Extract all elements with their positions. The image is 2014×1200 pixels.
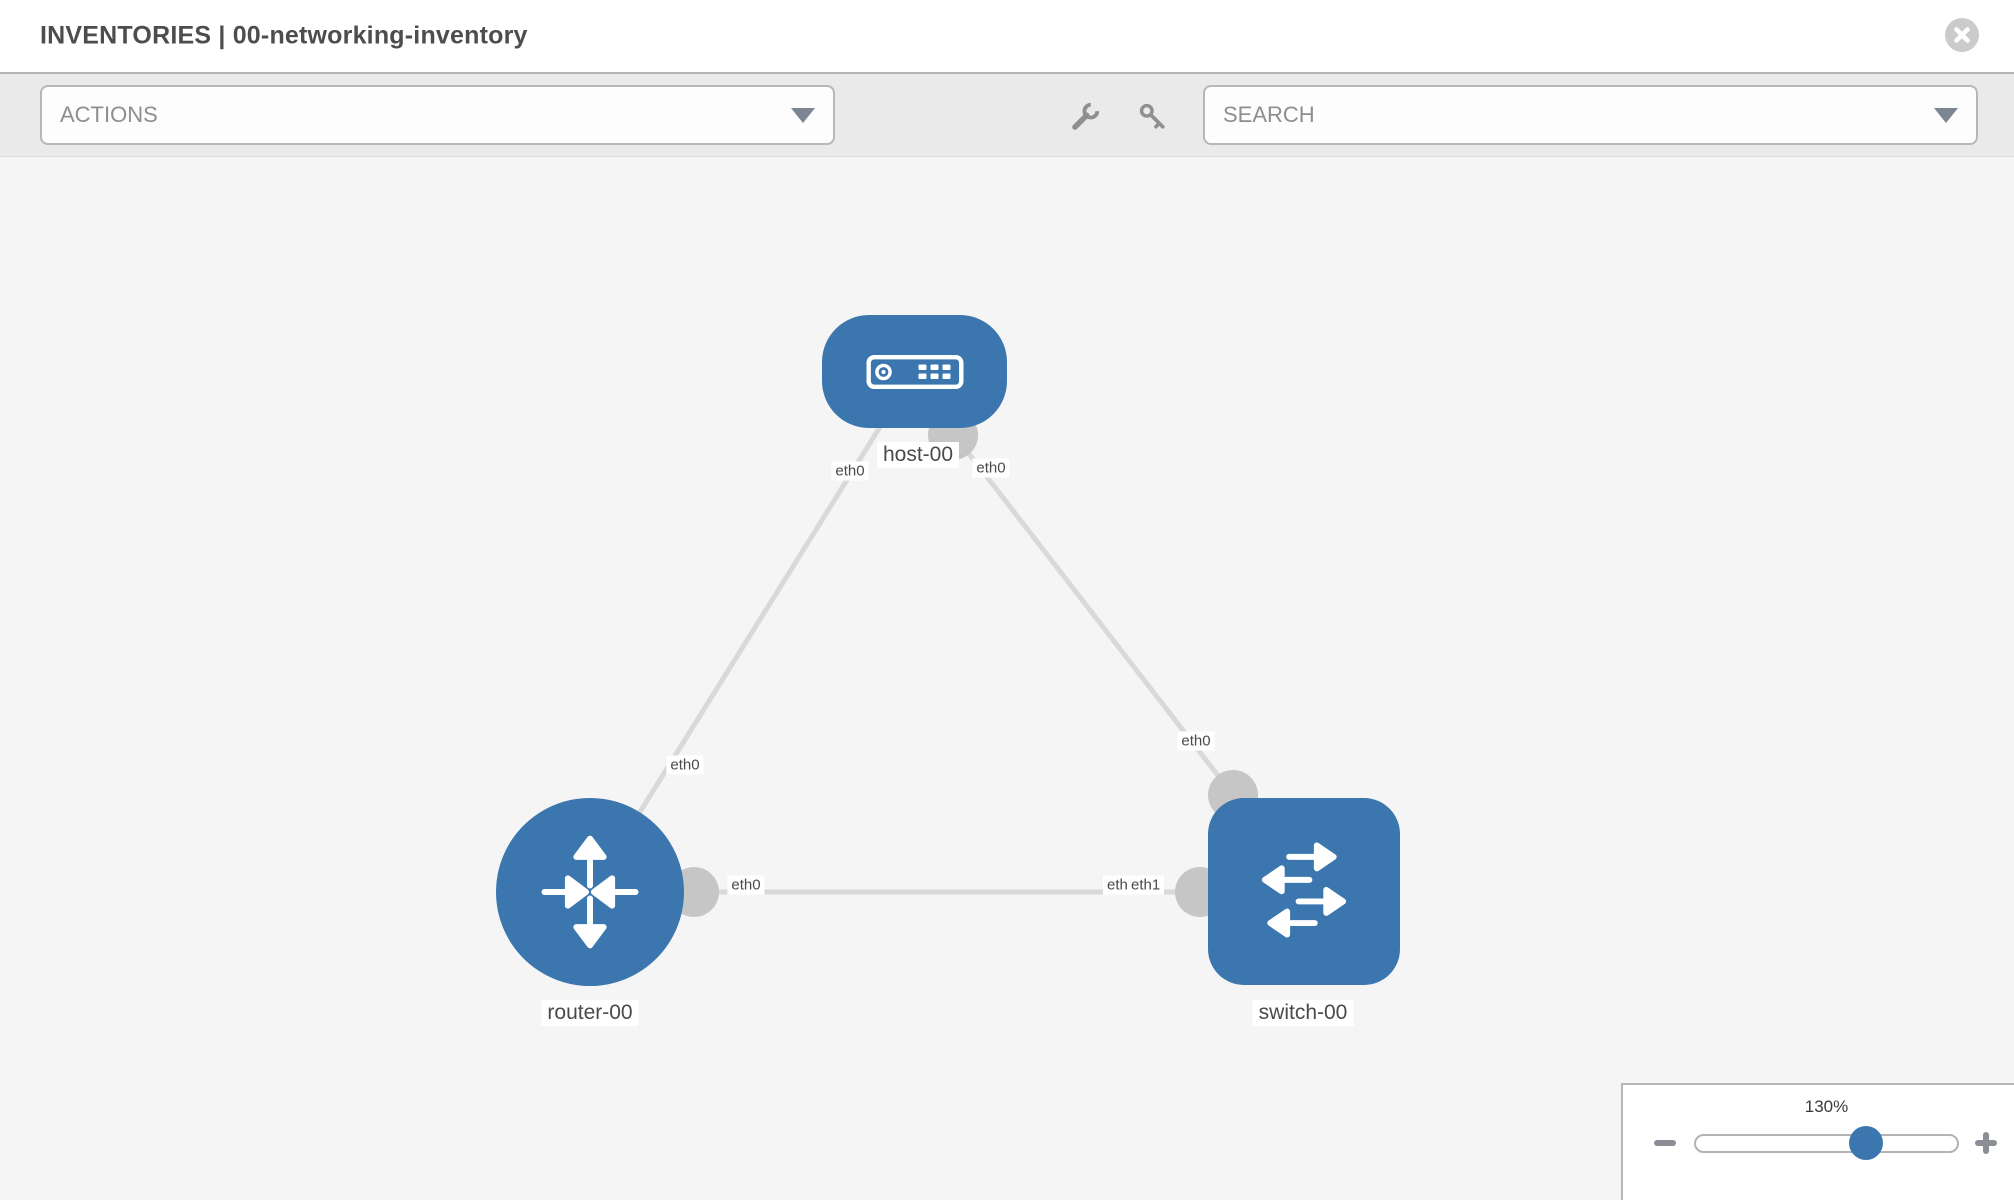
node-label-router: router-00 <box>541 1000 639 1026</box>
search-dropdown-label: SEARCH <box>1223 102 1315 127</box>
page-header: INVENTORIES | 00-networking-inventory <box>0 0 2014 72</box>
key-icon <box>1137 103 1169 136</box>
zoom-level-label: 130% <box>1804 1097 1849 1116</box>
zoom-in-button[interactable] <box>1969 1126 2003 1160</box>
interface-label-host-eth0-left: eth0 <box>831 461 869 481</box>
interface-label-switch-eth1-front: eth1 <box>1127 875 1165 895</box>
close-icon <box>1945 18 1979 55</box>
wrench-button[interactable] <box>1068 101 1102 135</box>
zoom-out-button[interactable] <box>1648 1126 1682 1160</box>
node-host-00[interactable] <box>822 315 1007 428</box>
zoom-slider-thumb[interactable] <box>1849 1126 1883 1160</box>
actions-dropdown[interactable]: ACTIONS <box>40 85 835 145</box>
interface-label-host-eth0-right: eth0 <box>972 458 1010 478</box>
search-dropdown[interactable]: SEARCH <box>1203 85 1978 145</box>
chevron-down-icon <box>1934 108 1958 123</box>
key-button[interactable] <box>1136 101 1170 135</box>
toolbar: ACTIONS <box>0 72 2014 157</box>
actions-dropdown-label: ACTIONS <box>60 102 158 127</box>
interface-label-switch-eth0-top: eth0 <box>1177 731 1215 751</box>
node-label-switch: switch-00 <box>1252 1000 1354 1026</box>
chevron-down-icon <box>791 108 815 123</box>
wrench-icon <box>1069 102 1101 136</box>
links-layer <box>587 410 1258 917</box>
interface-label-router-eth0-mid: eth0 <box>727 875 765 895</box>
node-switch-00[interactable] <box>1208 798 1400 985</box>
close-button[interactable] <box>1945 18 1979 52</box>
zoom-panel: 130% <box>1621 1083 2014 1200</box>
topology-canvas[interactable]: host-00 router-00 switch-00 eth0 eth0 et… <box>0 157 2014 1200</box>
zoom-slider[interactable] <box>1694 1126 1959 1160</box>
node-router-00[interactable] <box>496 798 684 986</box>
page-title: INVENTORIES | 00-networking-inventory <box>40 21 528 50</box>
node-label-host: host-00 <box>876 442 960 468</box>
interface-label-router-eth0-top: eth0 <box>666 755 704 775</box>
